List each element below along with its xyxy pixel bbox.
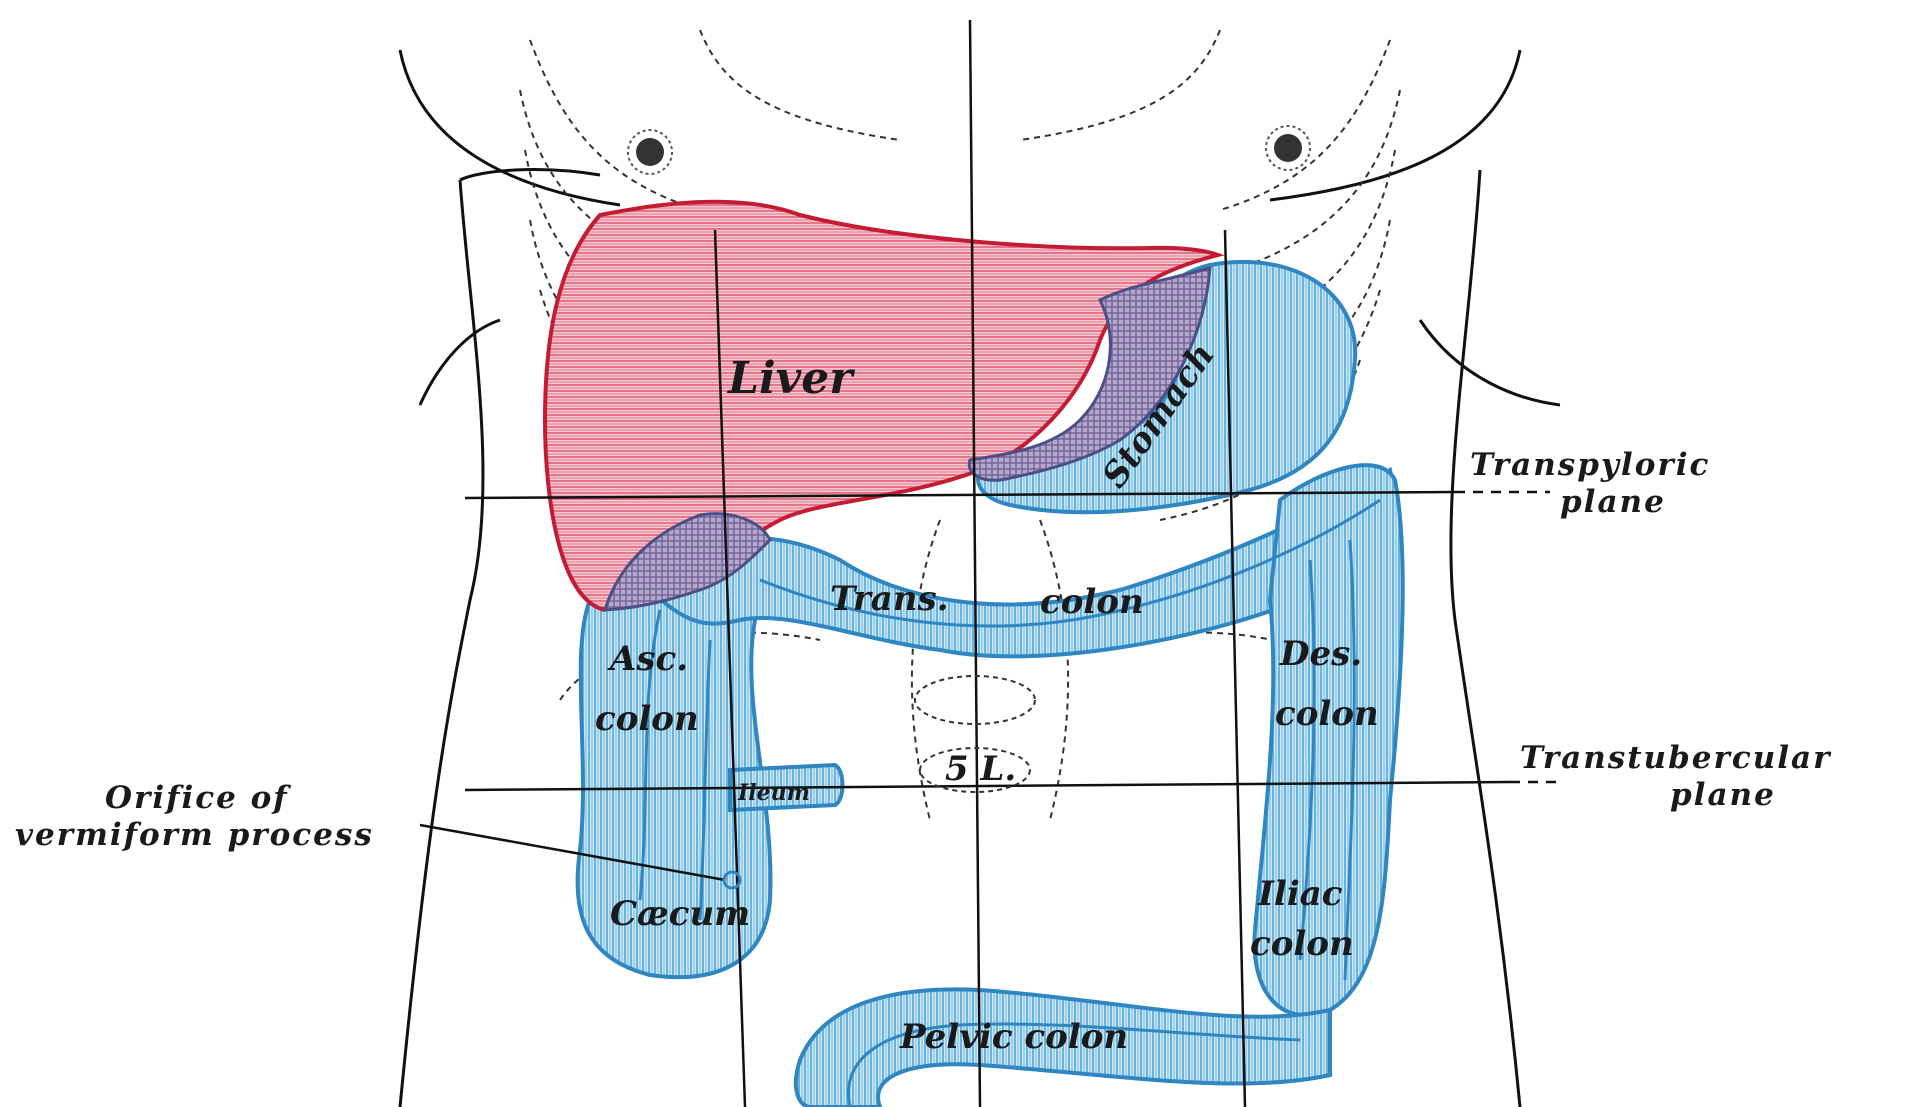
- nipple-left: [628, 130, 672, 174]
- label-vertebra: 5 L.: [945, 749, 1016, 789]
- label-transtubercular-1: Transtubercular: [1520, 740, 1832, 776]
- label-asc-colon-2: colon: [595, 699, 699, 739]
- label-orifice-1: Orifice of: [105, 780, 291, 816]
- label-liver: Liver: [726, 353, 855, 404]
- label-transtubercular-2: plane: [1670, 777, 1776, 813]
- label-des-colon-2: colon: [1275, 694, 1379, 734]
- label-pelvic-colon: Pelvic colon: [899, 1017, 1128, 1057]
- label-iliac-colon-1: Iliac: [1257, 874, 1343, 914]
- nipple-right: [1266, 126, 1310, 170]
- label-caecum: Cæcum: [610, 894, 750, 934]
- label-trans-colon-1: Trans.: [830, 579, 948, 619]
- label-transpyloric-2: plane: [1560, 484, 1666, 520]
- label-ileum: Ileum: [737, 780, 810, 806]
- label-trans-colon-2: colon: [1040, 582, 1144, 622]
- label-asc-colon-1: Asc.: [607, 639, 688, 679]
- label-iliac-colon-2: colon: [1250, 924, 1354, 964]
- label-orifice-2: vermiform process: [15, 817, 374, 853]
- label-transpyloric-1: Transpyloric: [1470, 447, 1710, 483]
- label-des-colon-1: Des.: [1279, 634, 1362, 674]
